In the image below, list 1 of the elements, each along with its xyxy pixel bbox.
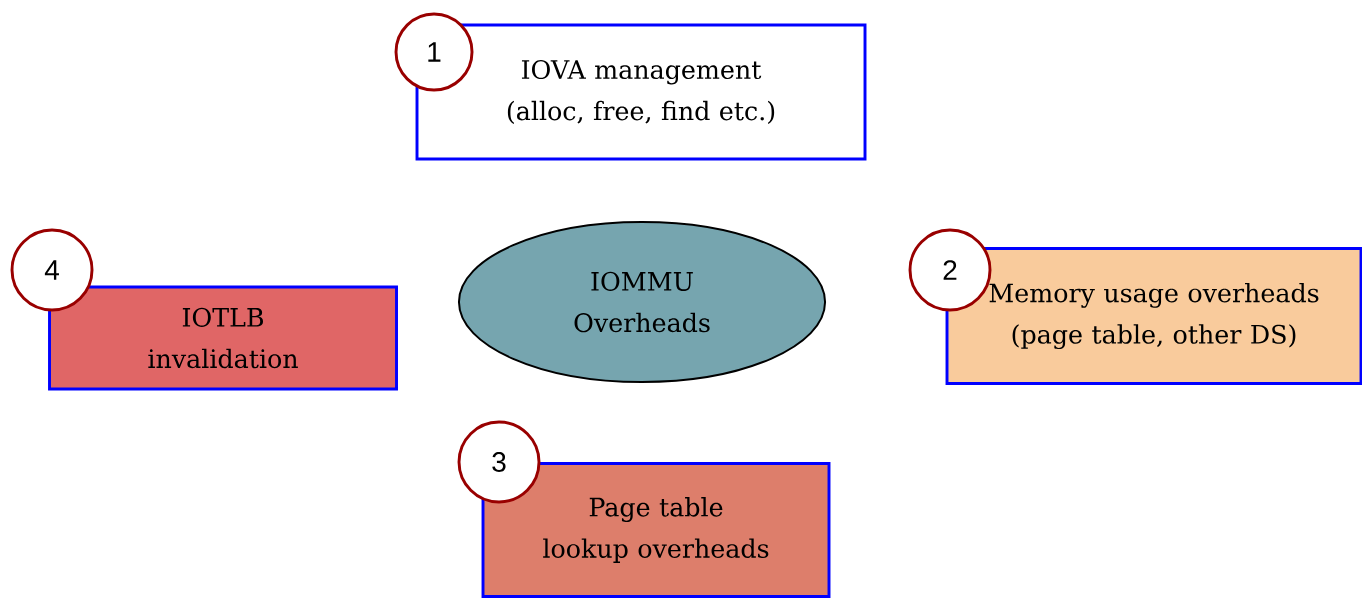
text-box: IOTLB invalidation [48,285,398,391]
